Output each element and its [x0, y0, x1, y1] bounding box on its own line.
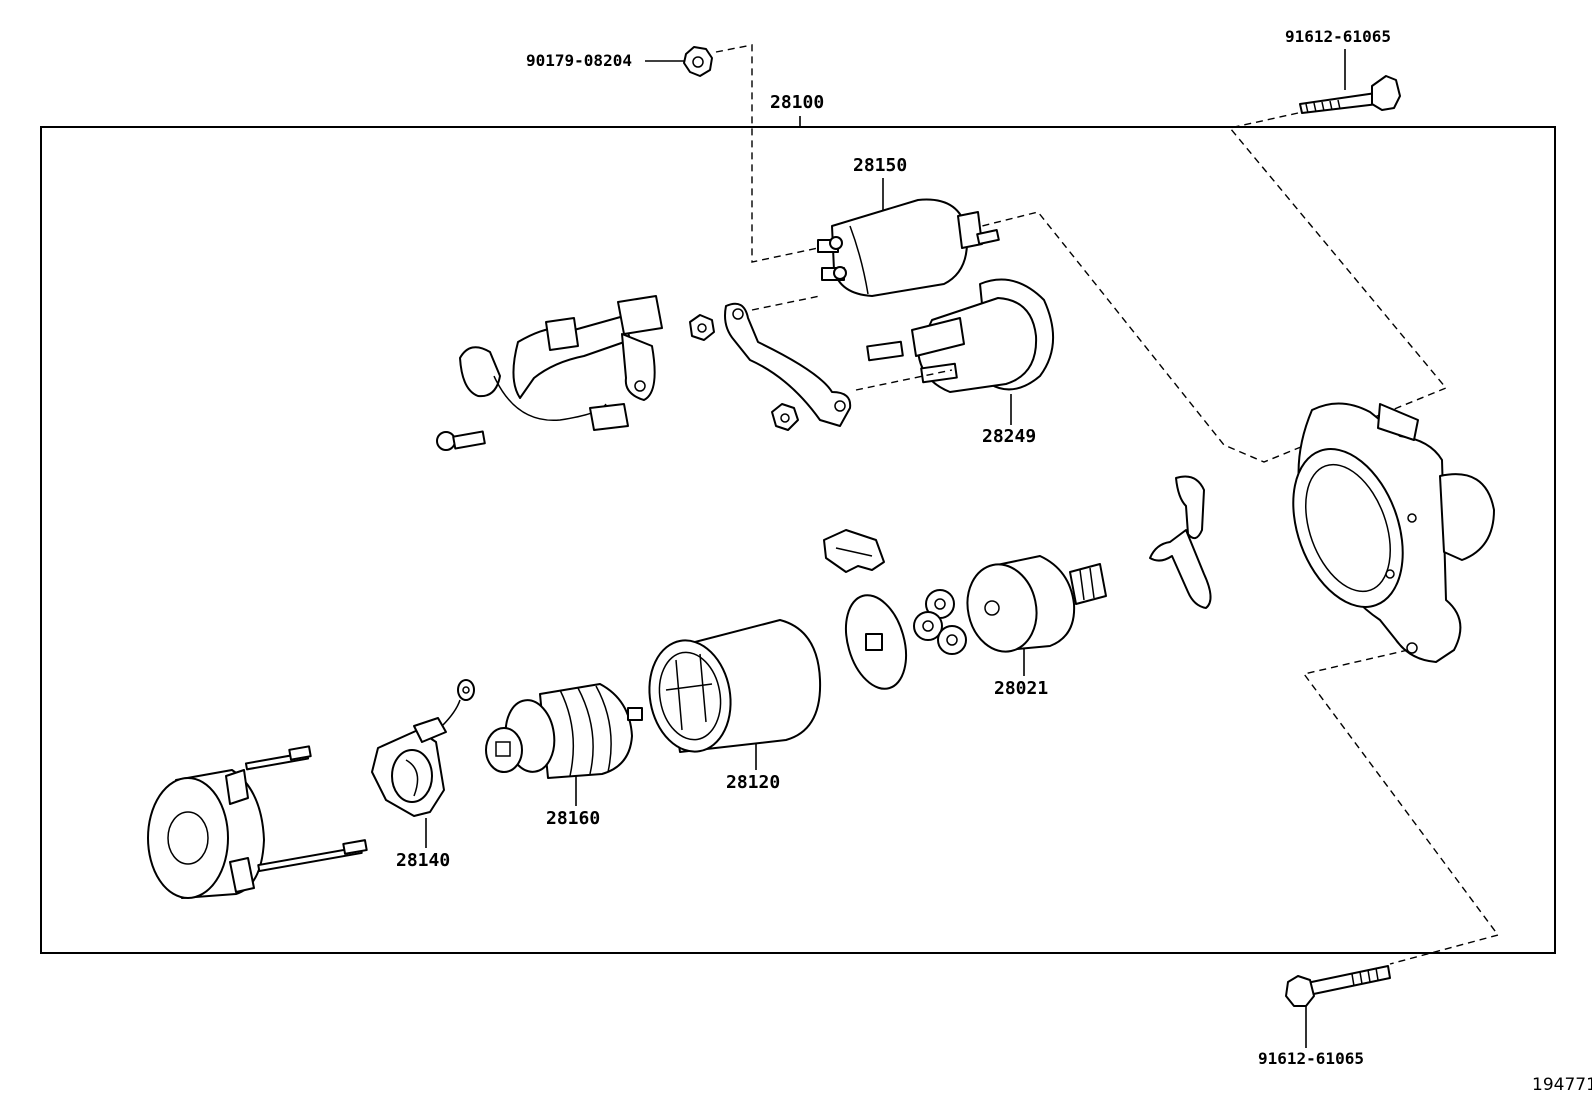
- brush-holder-28140: [371, 679, 475, 817]
- clutch-28021: [966, 555, 1107, 653]
- yoke-28120: [648, 619, 822, 753]
- end-frame: [147, 745, 368, 899]
- small-nut-upper: [689, 314, 715, 341]
- label-90179-08204: 90179-08204: [526, 51, 632, 70]
- nut-top: [683, 46, 713, 77]
- reference-number: 194771: [1532, 1075, 1592, 1095]
- armature-28160: [485, 683, 643, 779]
- bolt-top: [1299, 75, 1401, 114]
- label-28249: 28249: [982, 426, 1036, 447]
- drive-lever: [1149, 475, 1212, 609]
- connector-strap: [724, 302, 852, 427]
- label-28021: 28021: [994, 678, 1048, 699]
- plate: [845, 594, 907, 690]
- label-91612-61065-bottom: 91612-61065: [1258, 1049, 1364, 1068]
- label-28160: 28160: [546, 808, 600, 829]
- lead-wire-assembly: [459, 295, 663, 431]
- label-28120: 28120: [726, 772, 780, 793]
- lever-seal: [823, 529, 885, 573]
- bolt-bottom: [1285, 965, 1391, 1007]
- label-28100: 28100: [770, 92, 824, 113]
- small-nut-lower: [771, 403, 799, 431]
- screw-left: [436, 430, 486, 451]
- assembly-frame: [40, 126, 1556, 954]
- drive-housing: [1292, 402, 1495, 663]
- label-28140: 28140: [396, 850, 450, 871]
- solenoid-cover-28249: [866, 278, 1054, 393]
- label-28150: 28150: [853, 155, 907, 176]
- label-91612-61065-top: 91612-61065: [1285, 27, 1391, 46]
- solenoid-28150: [817, 198, 1000, 297]
- planetary-gears: [913, 589, 967, 655]
